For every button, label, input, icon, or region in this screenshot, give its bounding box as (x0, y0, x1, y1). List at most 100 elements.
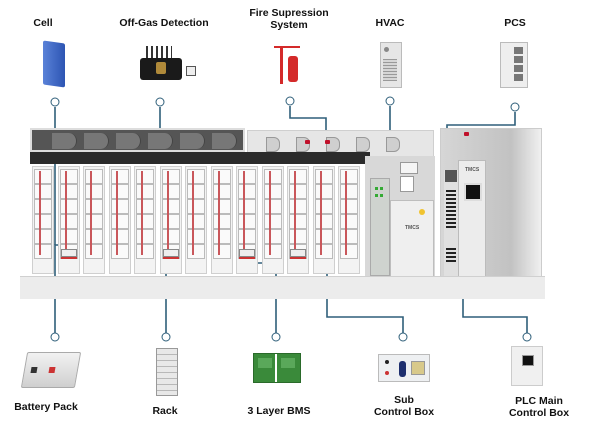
battery-module (161, 169, 180, 184)
power-cable (192, 171, 194, 255)
power-cable (294, 171, 296, 255)
rack-bms (290, 249, 306, 257)
power-cable (64, 171, 67, 255)
battery-rack (312, 166, 335, 274)
battery-module (34, 169, 52, 184)
battery-module (85, 169, 103, 184)
rack-bms (239, 249, 255, 257)
rack-bms-bar (290, 257, 306, 259)
battery-module (110, 199, 129, 214)
air-duct-left (30, 128, 245, 152)
battery-module (85, 229, 103, 244)
power-cable (243, 171, 245, 255)
battery-module (110, 214, 129, 229)
battery-rack (108, 166, 131, 274)
label-rack: Rack (152, 405, 178, 417)
battery-module (187, 169, 205, 184)
battery-module (212, 199, 231, 214)
node-fire[interactable] (285, 96, 295, 106)
alarm-2 (325, 140, 330, 144)
battery-module (34, 214, 52, 229)
battery-module (212, 244, 231, 259)
gas-detector-icon (140, 46, 196, 80)
node-off-gas[interactable] (155, 97, 165, 107)
connector-fire (289, 106, 327, 136)
power-cable (141, 171, 143, 255)
label-off-gas: Off-Gas Detection (119, 17, 209, 29)
battery-rack (159, 166, 182, 274)
battery-module (136, 229, 154, 244)
label-battery-pack: Battery Pack (14, 401, 78, 413)
battery-module (187, 199, 205, 214)
battery-module (238, 229, 256, 244)
power-cable (39, 171, 41, 255)
battery-module (110, 244, 129, 259)
battery-module (187, 214, 205, 229)
battery-module (34, 184, 52, 199)
node-rack[interactable] (161, 332, 171, 342)
power-cable (90, 171, 92, 255)
battery-module (34, 199, 52, 214)
rack-bms-bar (60, 257, 77, 259)
rack-top-band (30, 152, 370, 164)
battery-module (161, 229, 180, 244)
battery-module (238, 199, 256, 214)
hvac-panel (400, 176, 414, 192)
battery-module (340, 184, 358, 199)
label-fire: Fire Supression System (249, 7, 329, 31)
label-hvac: HVAC (375, 17, 405, 29)
power-cable (115, 171, 118, 255)
rack-bms (162, 249, 179, 257)
node-plc[interactable] (522, 332, 532, 342)
battery-module (59, 169, 78, 184)
battery-module (110, 184, 129, 199)
node-sub-control[interactable] (398, 332, 408, 342)
battery-rack (287, 166, 309, 274)
battery-module (59, 199, 78, 214)
battery-module (340, 169, 358, 184)
battery-module (212, 184, 231, 199)
power-cable (319, 171, 322, 255)
label-pcs: PCS (504, 17, 526, 29)
battery-module (59, 214, 78, 229)
battery-module (161, 214, 180, 229)
battery-module (289, 169, 307, 184)
battery-module (340, 229, 358, 244)
node-cell[interactable] (50, 97, 60, 107)
battery-module (59, 184, 78, 199)
battery-rack (338, 166, 360, 274)
battery-rack (236, 166, 258, 274)
battery-rack (83, 166, 105, 274)
battery-module (340, 214, 358, 229)
battery-pack-icon (20, 352, 82, 388)
battery-module (263, 229, 282, 244)
pcs-vent (444, 170, 458, 278)
battery-module (187, 184, 205, 199)
node-bms[interactable] (271, 332, 281, 342)
battery-module (212, 229, 231, 244)
node-battery-pack[interactable] (50, 332, 60, 342)
label-plc: PLC Main Control Box (508, 395, 570, 419)
battery-module (136, 169, 154, 184)
bess-container: TMCS TMCS (20, 128, 545, 300)
battery-module (136, 244, 154, 259)
battery-rack (185, 166, 207, 274)
battery-module (136, 199, 154, 214)
battery-module (85, 244, 103, 259)
battery-module (136, 184, 154, 199)
power-cable (345, 171, 347, 255)
power-cable (217, 171, 220, 255)
node-hvac[interactable] (385, 96, 395, 106)
battery-module (212, 169, 231, 184)
node-pcs[interactable] (510, 102, 520, 112)
battery-module (238, 169, 256, 184)
battery-module (212, 214, 231, 229)
battery-module (289, 214, 307, 229)
battery-module (314, 199, 333, 214)
battery-module (314, 169, 333, 184)
battery-module (161, 199, 180, 214)
battery-module (238, 184, 256, 199)
battery-module (59, 229, 78, 244)
battery-module (314, 184, 333, 199)
battery-module (263, 214, 282, 229)
